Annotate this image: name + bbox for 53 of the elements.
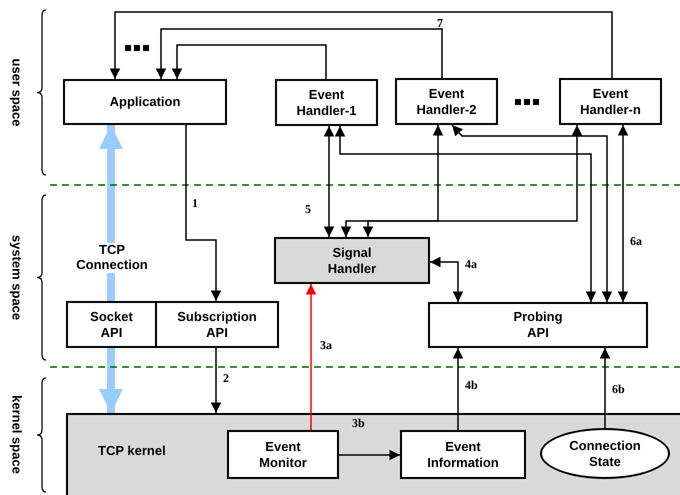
- edge-label: 5: [305, 202, 311, 217]
- edge-label: 6b: [612, 382, 625, 397]
- arrow: [324, 126, 334, 237]
- arrow: [306, 284, 316, 430]
- edge-label: 6a: [630, 234, 642, 249]
- arrow: [430, 256, 464, 302]
- node-label: Event Handler-2: [416, 86, 478, 118]
- node-label: Subscription API: [176, 308, 258, 340]
- arrow: [339, 450, 400, 460]
- arrow: [452, 348, 464, 430]
- kernel-panel: [66, 413, 680, 495]
- arrow: [618, 125, 628, 302]
- edge-label: 3a: [320, 338, 332, 353]
- node-label: Application: [110, 94, 180, 110]
- arrow: [156, 28, 443, 79]
- process-box: [428, 302, 648, 348]
- process-box: [155, 301, 279, 348]
- node-label: TCP kernel: [98, 443, 166, 459]
- edge-label: 3b: [352, 416, 365, 431]
- edge-label: 7: [437, 16, 443, 31]
- process-box: [227, 430, 339, 479]
- process-box: [400, 430, 526, 479]
- arrow: [210, 348, 222, 413]
- node-label: Event Handler-1: [296, 86, 358, 118]
- arrow: [362, 125, 582, 237]
- edge-label: 1: [192, 196, 198, 211]
- node-label: Connection State: [568, 438, 642, 470]
- arrow: [185, 125, 222, 301]
- arrow: [172, 44, 327, 79]
- process-box: [66, 301, 157, 348]
- node-label: Socket API: [89, 308, 134, 340]
- arrow: [340, 125, 444, 237]
- process-box: [275, 79, 378, 126]
- node-label: Event Monitor: [258, 438, 308, 470]
- process-box: [395, 78, 498, 125]
- edge-label: 4b: [465, 378, 478, 393]
- arrow: [600, 348, 610, 428]
- arrow: [334, 126, 596, 302]
- layer-label: user space: [10, 57, 24, 128]
- layer-label: kernel space: [10, 394, 24, 476]
- edge-label: 2: [223, 371, 229, 386]
- node-label: Signal Handler: [326, 244, 378, 276]
- process-box: [559, 78, 662, 125]
- layer-label: system space: [10, 233, 24, 322]
- node-label: Event Handler-n: [580, 86, 642, 118]
- node-label: Probing API: [512, 309, 564, 341]
- arrow: [99, 348, 123, 413]
- node-label: Event Information: [426, 438, 500, 470]
- arrow: [110, 11, 613, 79]
- edge-label: 4a: [465, 257, 477, 272]
- process-box: [63, 79, 227, 125]
- arrow: [451, 124, 612, 302]
- process-box: [274, 237, 430, 284]
